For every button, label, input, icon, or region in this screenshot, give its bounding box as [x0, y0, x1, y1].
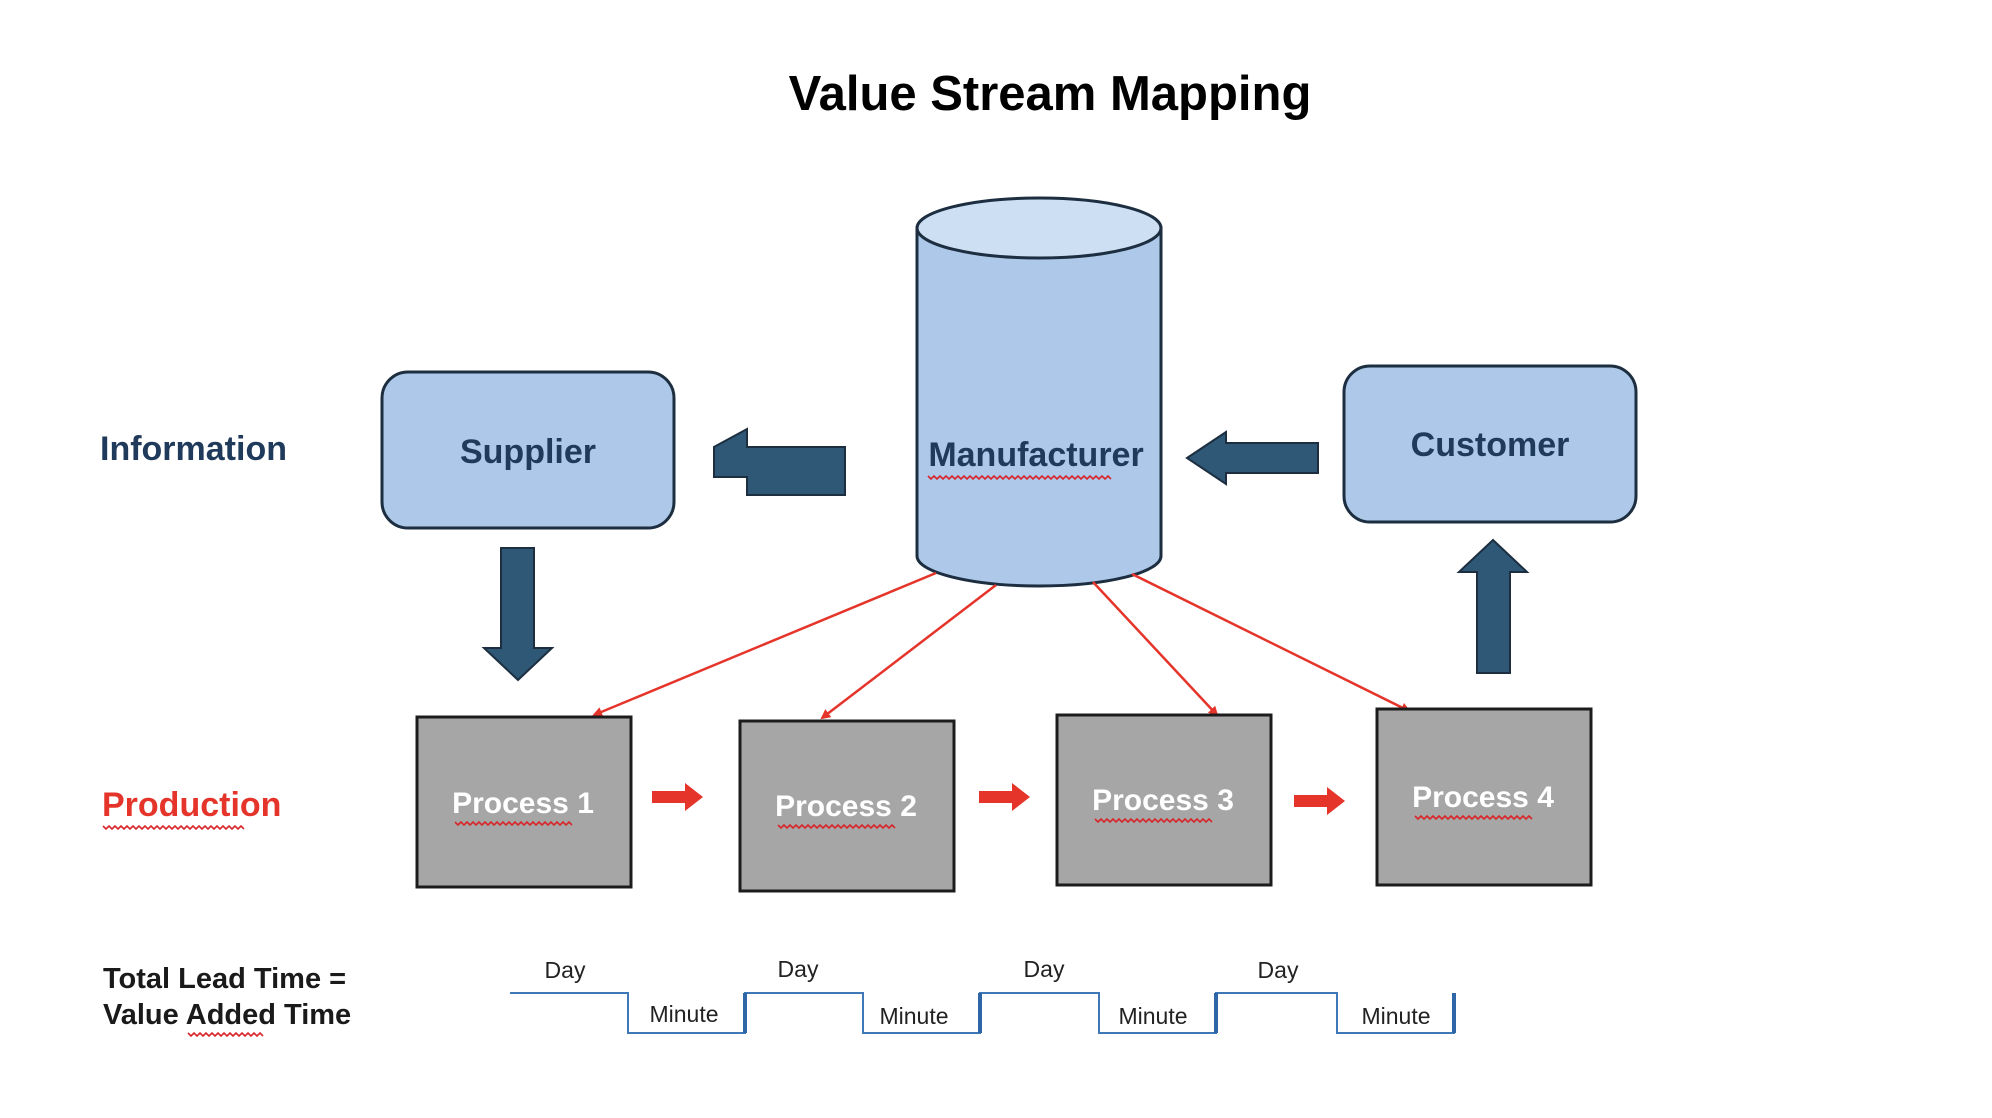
day-label-2: Day — [778, 956, 819, 982]
process-label-3: Process 3 — [1092, 784, 1234, 817]
connector-to-process-2 — [820, 584, 997, 720]
manufacturer-cylinder — [915, 196, 1163, 588]
minute-label-2: Minute — [879, 1003, 948, 1029]
process-1-spellcheck-underline — [454, 820, 573, 827]
process-2-spellcheck-underline — [777, 823, 896, 830]
production-row-label: Production — [102, 786, 281, 824]
process-label-4: Process 4 — [1412, 781, 1554, 814]
connector-to-process-4 — [1131, 572, 1411, 713]
day-label-1: Day — [545, 957, 586, 983]
arrow-left-to-supplier — [713, 427, 846, 496]
supplier-box — [380, 370, 676, 530]
minute-label-4: Minute — [1361, 1003, 1430, 1029]
minute-label-1: Minute — [649, 1001, 718, 1027]
value-added-time-label: Value Added Time — [103, 999, 351, 1031]
customer-label: Customer — [1411, 426, 1570, 464]
process-label-2: Process 2 — [775, 790, 917, 823]
customer-box — [1342, 364, 1638, 524]
day-label-4: Day — [1258, 957, 1299, 983]
flow-arrow-3-to-4 — [1294, 787, 1345, 815]
arrow-down-to-process-1 — [481, 547, 555, 682]
process-box-1 — [415, 715, 633, 889]
process-box-3 — [1055, 713, 1273, 887]
production-spellcheck-underline — [102, 824, 245, 831]
information-row-label: Information — [100, 430, 287, 468]
manufacturer-spellcheck-underline — [927, 474, 1112, 481]
process-box-4 — [1375, 707, 1593, 887]
connector-to-process-3 — [1092, 581, 1219, 717]
arrow-up-to-customer — [1456, 538, 1530, 674]
process-3-spellcheck-underline — [1094, 817, 1213, 824]
timeline-ladder — [510, 992, 1456, 1034]
diagram-title: Value Stream Mapping — [789, 67, 1312, 121]
connector-to-process-1 — [592, 571, 937, 717]
process-box-2 — [738, 719, 956, 893]
supplier-label: Supplier — [460, 433, 596, 471]
added-spellcheck-underline — [187, 1031, 264, 1038]
minute-label-3: Minute — [1118, 1003, 1187, 1029]
manufacturer-label: Manufacturer — [928, 436, 1143, 474]
day-label-3: Day — [1024, 956, 1065, 982]
flow-arrow-2-to-3 — [979, 783, 1030, 811]
process-label-1: Process 1 — [452, 787, 594, 820]
flow-arrow-1-to-2 — [652, 783, 703, 811]
lead-time-label: Total Lead Time = — [103, 963, 346, 995]
process-4-spellcheck-underline — [1414, 814, 1533, 821]
arrow-left-to-manufacturer — [1185, 430, 1319, 486]
